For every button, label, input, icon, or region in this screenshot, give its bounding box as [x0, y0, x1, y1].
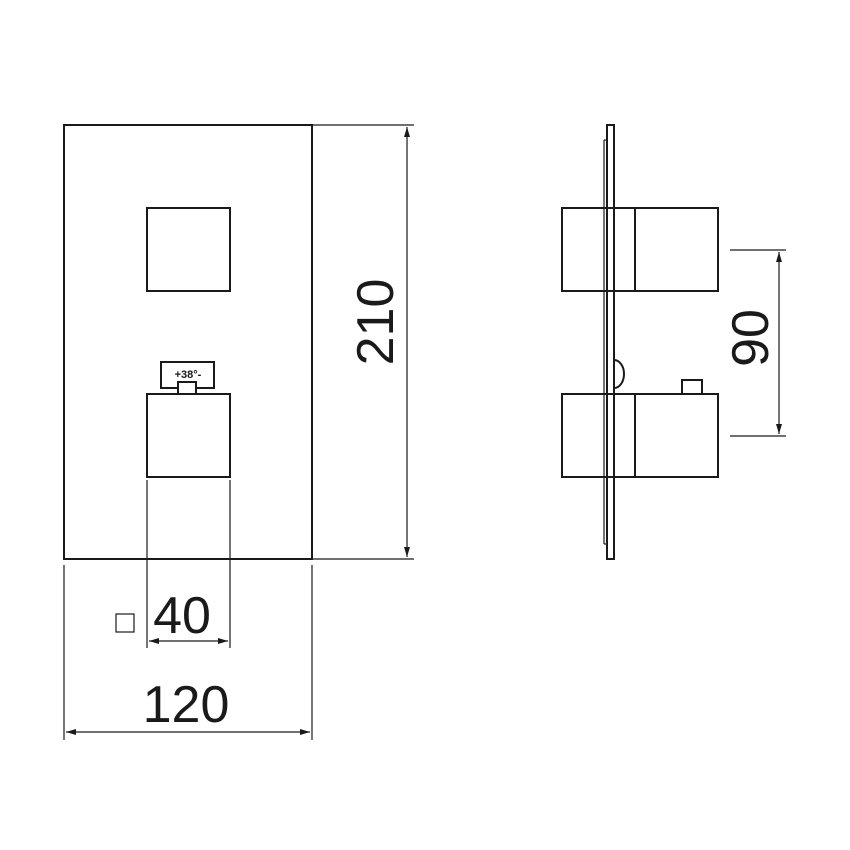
spacing-dimension: 90	[722, 249, 786, 437]
front-view: +38°-	[63, 124, 313, 560]
front-plate	[63, 124, 313, 560]
width-dimension: 120	[63, 565, 313, 740]
spacing-label: 90	[722, 309, 780, 367]
height-label: 210	[347, 279, 405, 366]
lower-knob-body	[561, 393, 719, 478]
scale-text: +38°-	[175, 369, 202, 381]
upper-knob-side	[561, 207, 719, 292]
plate-detail	[613, 359, 625, 389]
side-plate	[606, 124, 615, 560]
height-dimension: 210	[312, 124, 414, 560]
lower-square-knob	[146, 393, 231, 478]
side-view	[561, 124, 719, 560]
knob-width-label: 40	[153, 587, 211, 645]
lower-knob-side	[561, 379, 719, 478]
upper-square-knob	[146, 207, 231, 292]
upper-knob-body	[561, 207, 719, 292]
temperature-scale-indicator: +38°-	[160, 361, 215, 396]
square-section-symbol	[115, 613, 135, 633]
knob-width-dimension: 40	[115, 480, 231, 648]
lower-knob-button	[681, 379, 703, 395]
width-label: 120	[143, 676, 230, 734]
